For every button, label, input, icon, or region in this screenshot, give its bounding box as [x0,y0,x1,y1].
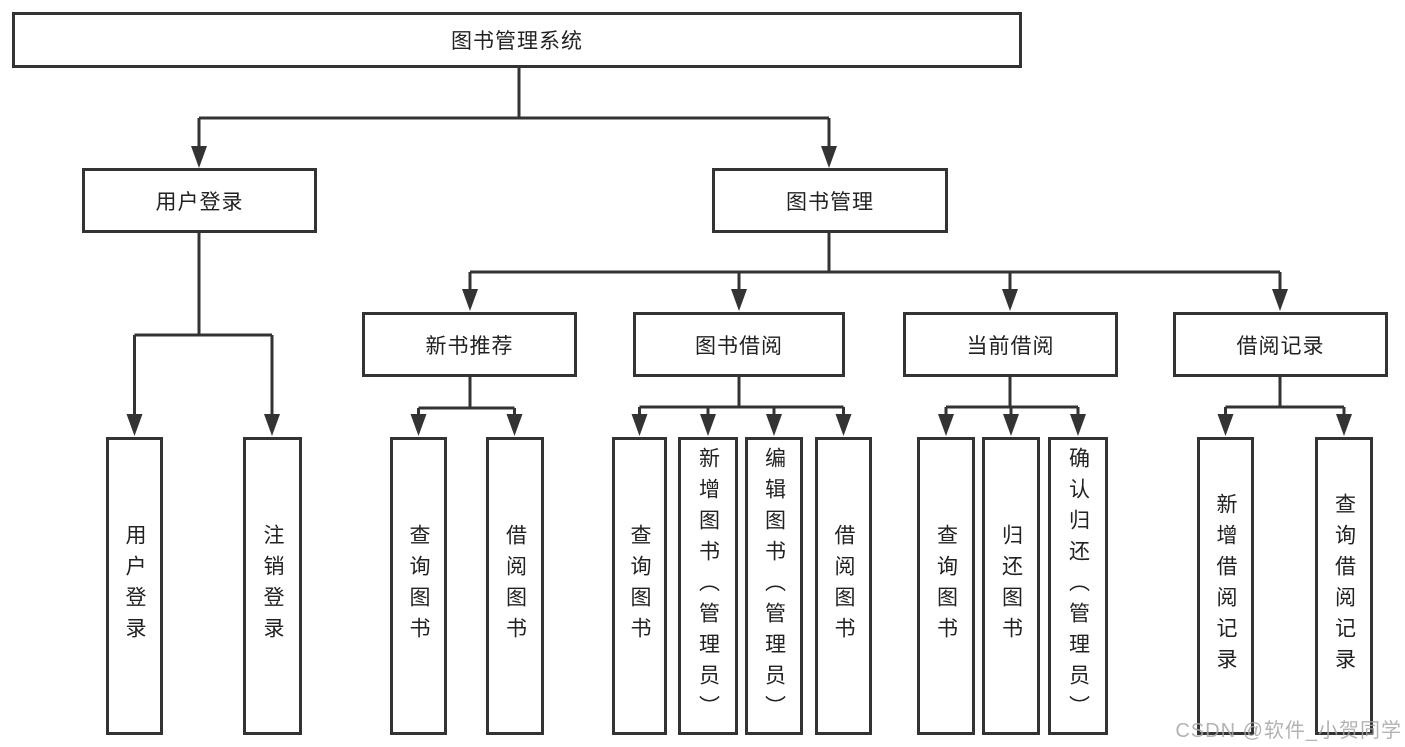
leaf-label: 查询借阅记录 [1332,493,1356,679]
connector-newbooks-to-leaves [417,377,516,416]
leaf-label: 查询图书 [934,524,958,648]
arrowhead [1002,289,1018,311]
leaf-add-borrow-record: 新增借阅记录 [1197,437,1254,735]
arrowhead [766,414,782,436]
leaf-query-books-current: 查询图书 [917,437,975,735]
leaf-label: 确认归还（管理员） [1066,446,1090,726]
watermark-text: CSDN @软件_小贺同学 [1175,720,1402,742]
leaf-label: 新增借阅记录 [1214,493,1237,679]
leaf-label: 用户登录 [123,524,146,648]
leaf-label: 新增图书（管理员） [696,446,720,726]
node-book-borrow: 图书借阅 [633,312,845,377]
connector-root-to-level2 [197,68,831,150]
leaf-borrow-books-borrow: 借阅图书 [815,437,872,735]
leaf-query-borrow-record: 查询借阅记录 [1315,437,1373,735]
node-current-borrow-label: 当前借阅 [966,334,1055,358]
leaf-label: 借阅图书 [503,524,527,648]
arrowhead [264,414,280,436]
arrowhead [835,414,852,436]
node-current-borrow: 当前借阅 [903,312,1118,377]
connector-bookmgmt-to-level3 [468,233,1282,291]
leaf-label: 查询图书 [407,524,430,648]
node-book-management-label: 图书管理 [786,190,874,214]
node-book-management: 图书管理 [712,168,948,233]
leaf-user-login: 用户登录 [106,437,163,735]
node-user-login: 用户登录 [82,168,317,233]
connector-records-to-leaves [1224,377,1346,416]
leaf-query-books-newbooks: 查询图书 [390,437,447,735]
arrowhead [938,414,954,436]
arrowhead [1003,414,1019,436]
arrowhead [191,146,207,168]
arrowhead [1272,289,1288,311]
connector-currentborrow-to-leaves [944,377,1080,416]
leaf-add-books-admin: 新增图书（管理员） [678,437,738,735]
arrowhead [731,289,747,311]
node-new-books: 新书推荐 [362,312,577,377]
leaf-confirm-return-admin: 确认归还（管理员） [1048,437,1108,735]
arrowhead [1336,414,1352,436]
leaf-label: 借阅图书 [832,524,855,648]
arrowhead [631,414,648,436]
node-root: 图书管理系统 [12,12,1022,68]
leaf-query-books-borrow: 查询图书 [612,437,667,735]
arrowhead [1070,414,1086,436]
node-user-login-label: 用户登录 [155,190,244,214]
leaf-return-books: 归还图书 [982,437,1040,735]
leaf-label: 注销登录 [261,524,284,648]
connector-bookborrow-to-leaves [638,377,845,416]
arrowhead [700,414,716,436]
arrowhead [410,414,427,436]
leaf-label: 编辑图书（管理员） [762,446,786,726]
leaf-logout: 注销登录 [243,437,302,735]
leaf-borrow-books-newbooks: 借阅图书 [486,437,544,735]
arrowhead [821,146,837,168]
leaf-edit-books-admin: 编辑图书（管理员） [745,437,803,735]
node-borrow-records-label: 借阅记录 [1236,334,1325,358]
node-book-borrow-label: 图书借阅 [695,334,783,358]
leaf-label: 查询图书 [628,524,651,648]
arrowhead [506,414,523,436]
node-root-label: 图书管理系统 [451,30,583,53]
arrowheads [126,146,1352,436]
arrowhead [126,414,143,436]
connector-userlogin-to-leaves [133,233,274,416]
node-borrow-records: 借阅记录 [1173,312,1388,377]
leaf-label: 归还图书 [999,524,1023,648]
node-new-books-label: 新书推荐 [425,334,514,358]
arrowhead [462,289,478,311]
arrowhead [1217,414,1234,436]
